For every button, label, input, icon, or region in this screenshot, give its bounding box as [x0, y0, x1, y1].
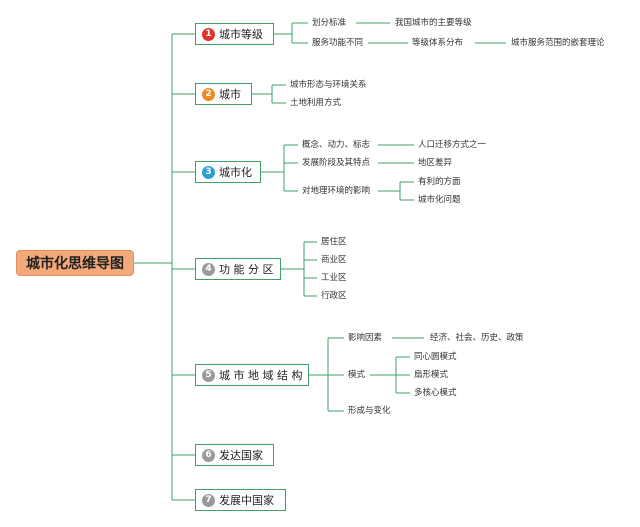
branch-node-3: 3 城市化 [195, 161, 261, 183]
branch-label: 功 能 分 区 [219, 263, 274, 276]
number-badge: 6 [202, 448, 215, 462]
number-badge: 7 [202, 493, 215, 507]
branch-node-7: 7 发展中国家 [195, 489, 286, 511]
number-badge: 5 [202, 368, 215, 382]
branch-node-1: 1 城市等级 [195, 23, 274, 45]
number-badge: 4 [202, 262, 215, 276]
branch-label: 城市化 [219, 166, 252, 179]
branch-node-4: 4 功 能 分 区 [195, 258, 281, 280]
leaf-node: 我国城市的主要等级 [395, 18, 472, 28]
leaf-node: 等级体系分布 [412, 38, 464, 48]
branch-label: 城市等级 [219, 28, 263, 41]
leaf-node: 发展阶段及其特点 [302, 158, 371, 168]
leaf-node: 模式 [348, 370, 366, 380]
leaf-node: 服务功能不同 [312, 38, 364, 48]
number-badge: 3 [202, 165, 215, 179]
leaf-node: 城市服务范围的嵌套理论 [511, 38, 605, 48]
leaf-node: 人口迁移方式之一 [418, 140, 487, 150]
leaf-node: 商业区 [321, 255, 347, 265]
leaf-node: 扇形模式 [414, 370, 449, 380]
number-badge: 1 [202, 27, 215, 41]
leaf-node: 行政区 [321, 291, 347, 301]
number-badge: 2 [202, 87, 215, 101]
branch-label: 发达国家 [219, 449, 263, 462]
leaf-node: 经济、社会、历史、政策 [430, 333, 524, 343]
branch-node-5: 5 城 市 地 域 结 构 [195, 364, 309, 386]
leaf-node: 工业区 [321, 273, 347, 283]
leaf-node: 地区差异 [418, 158, 453, 168]
branch-label: 发展中国家 [219, 494, 274, 507]
leaf-node: 影响因素 [348, 333, 383, 343]
leaf-node: 概念、动力、标志 [302, 140, 371, 150]
leaf-node: 有利的方面 [418, 177, 461, 187]
branch-node-6: 6 发达国家 [195, 444, 274, 466]
leaf-node: 城市形态与环境关系 [290, 80, 367, 90]
leaf-node: 城市化问题 [418, 195, 461, 205]
root-node: 城市化思维导图 [16, 250, 134, 276]
leaf-node: 形成与变化 [348, 406, 391, 416]
leaf-node: 划分标准 [312, 18, 347, 28]
branch-node-2: 2 城市 [195, 83, 252, 105]
branch-label: 城 市 地 域 结 构 [219, 369, 303, 382]
leaf-node: 多核心模式 [414, 388, 457, 398]
branch-label: 城市 [219, 88, 241, 101]
leaf-node: 居住区 [321, 237, 347, 247]
leaf-node: 土地利用方式 [290, 98, 342, 108]
leaf-node: 同心圆模式 [414, 352, 457, 362]
leaf-node: 对地理环境的影响 [302, 186, 371, 196]
